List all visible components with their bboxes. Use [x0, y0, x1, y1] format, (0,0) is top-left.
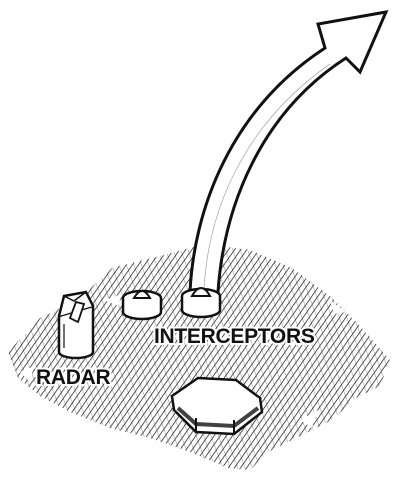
interceptors-label: INTERCEPTORS [154, 325, 315, 348]
terrain-patch [8, 244, 390, 470]
command-building [170, 376, 264, 436]
launch-trajectory-arrow [188, 10, 389, 294]
radar-tower [57, 290, 95, 360]
interceptor-silo-right [180, 287, 222, 319]
interceptor-silo-left [121, 289, 163, 321]
radar-label: RADAR [36, 366, 110, 389]
